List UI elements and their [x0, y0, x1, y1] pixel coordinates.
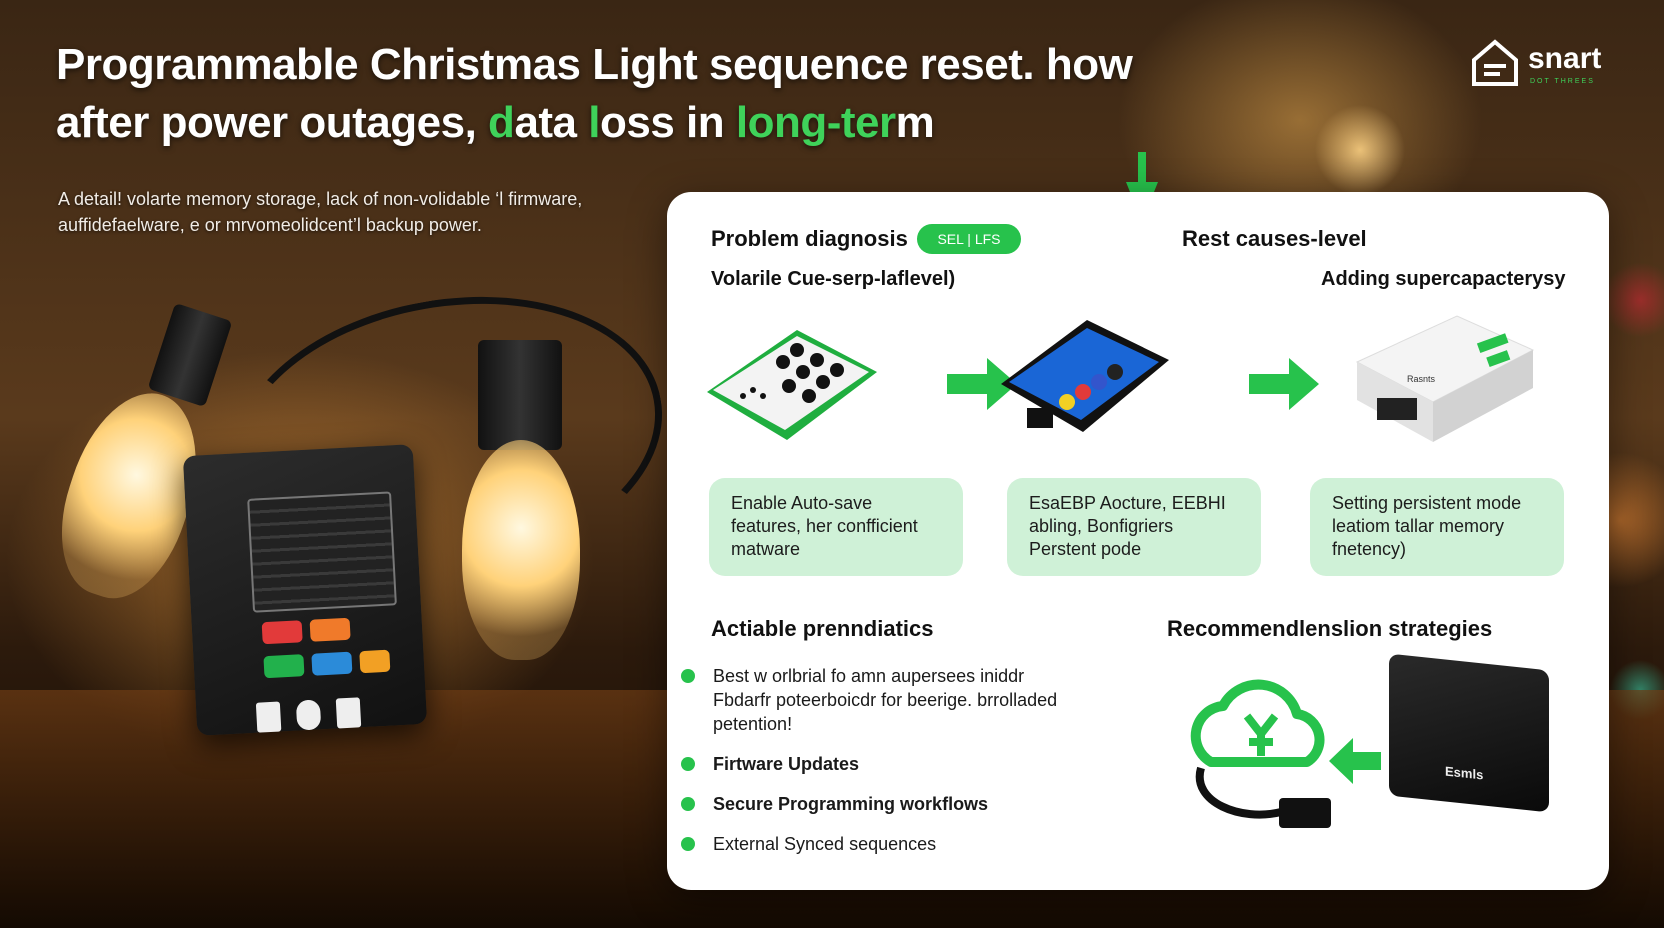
- volatile-label: Volarile Cue-serp-laflevel): [711, 268, 956, 290]
- device-screen: [247, 491, 397, 613]
- backup-device: Esmls: [1389, 653, 1549, 813]
- recommend-title: Recommendlenslion strategies: [1167, 616, 1493, 641]
- controller-device: [182, 444, 428, 736]
- bullet-item: External Synced sequences: [681, 832, 1133, 856]
- arrow-right-icon: [947, 358, 1017, 410]
- device-port: [295, 699, 322, 731]
- subtitle: A detail! volarte memory storage, lack o…: [58, 189, 583, 235]
- device-badge: Esmls: [1445, 763, 1484, 783]
- page-title: Programmable Christmas Light sequence re…: [56, 36, 1133, 152]
- device-port: [255, 701, 282, 733]
- supercap-label: Adding supercapacterysy: [1321, 268, 1566, 290]
- actionable-title: Actiable prenndiatics: [711, 616, 934, 641]
- bulb-socket: [478, 340, 562, 450]
- memory-module-icon: [707, 330, 877, 440]
- bullet-item: Firtware Updates: [681, 752, 1133, 776]
- logo-tagline: DOT THREES: [1530, 78, 1595, 85]
- device-port: [335, 697, 362, 729]
- cloud-backup-icon: [1190, 679, 1331, 828]
- bulb: [462, 440, 580, 660]
- title-line-1: Programmable Christmas Light sequence re…: [56, 40, 1133, 89]
- title-line-2: after power outages, data loss in long-t…: [56, 98, 935, 147]
- arrow-left-icon: [1329, 738, 1381, 784]
- svg-text:Rasnts: Rasnts: [1407, 374, 1436, 384]
- controller-module-icon: [1001, 320, 1169, 432]
- causes-title: Rest causes-level: [1182, 226, 1367, 251]
- arrow-right-icon: [1249, 358, 1319, 410]
- device-button: [309, 617, 351, 642]
- home-icon: [1472, 39, 1518, 86]
- info-panel: Problem diagnosis SEL | LFS Rest causes-…: [667, 192, 1609, 890]
- device-button: [263, 654, 305, 679]
- logo-name: snart: [1528, 42, 1602, 75]
- device-button: [261, 620, 303, 645]
- bullet-item: Secure Programming workflows: [681, 792, 1133, 816]
- diagnosis-title: Problem diagnosis: [711, 226, 908, 251]
- device-button: [311, 651, 353, 676]
- brand-logo: snart DOT THREES: [1468, 36, 1618, 92]
- diagnosis-badge: SEL | LFS: [917, 224, 1021, 254]
- device-button: [359, 649, 391, 674]
- supercapacitor-module-icon: Rasnts: [1355, 315, 1535, 442]
